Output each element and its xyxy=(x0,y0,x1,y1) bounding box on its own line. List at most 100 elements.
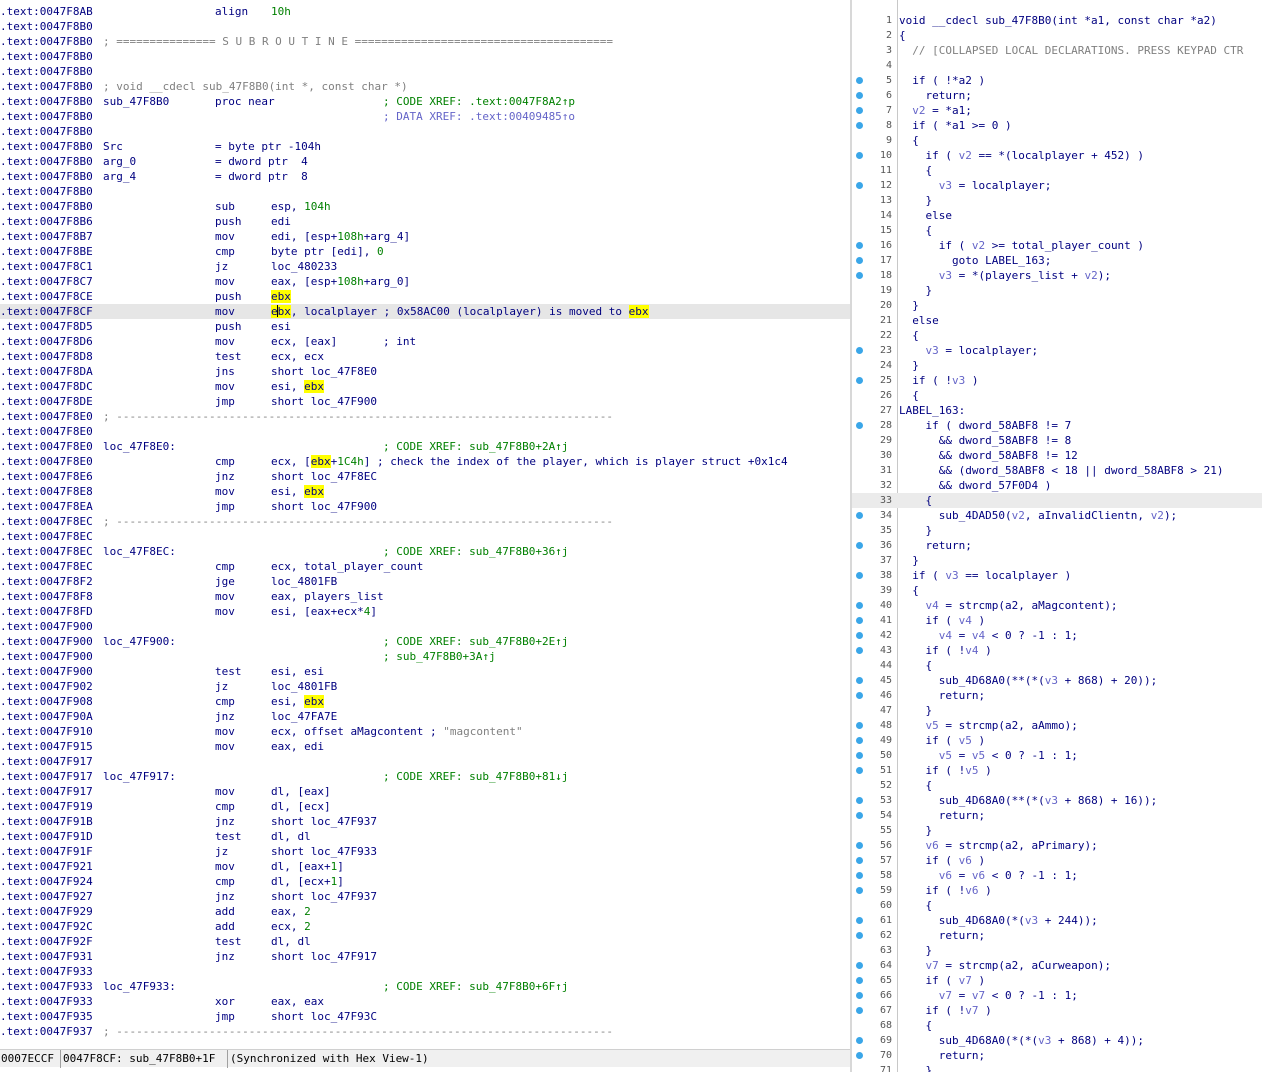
disasm-line[interactable]: .text:0047F917 xyxy=(0,754,850,769)
breakpoint-marker-icon[interactable] xyxy=(856,347,863,354)
pseudocode-text[interactable]: // [COLLAPSED LOCAL DECLARATIONS. PRESS … xyxy=(899,44,1244,57)
pseudocode-line[interactable]: 12 v3 = localplayer; xyxy=(852,178,1262,193)
pseudocode-line[interactable]: 34 sub_4DAD50(v2, aInvalidClientn, v2); xyxy=(852,508,1262,523)
pseudocode-text[interactable]: return; xyxy=(899,809,986,822)
disasm-operands[interactable]: dl, [ecx+1] xyxy=(271,875,344,888)
pseudocode-text[interactable]: sub_4D68A0(*(v3 + 244)); xyxy=(899,914,1098,927)
pseudocode-line[interactable]: 2{ xyxy=(852,28,1262,43)
pseudocode-text[interactable]: void __cdecl sub_47F8B0(int *a1, const c… xyxy=(899,14,1217,27)
pseudocode-line[interactable]: 57 if ( v6 ) xyxy=(852,853,1262,868)
pseudocode-text[interactable]: { xyxy=(899,134,919,147)
disasm-line[interactable]: .text:0047F933 xyxy=(0,964,850,979)
code-xref[interactable]: ; sub_47F8B0+3A↑j xyxy=(383,650,496,663)
disasm-label[interactable]: arg_4 xyxy=(103,170,137,183)
disasm-line[interactable]: .text:0047F8B0 xyxy=(0,64,850,79)
breakpoint-marker-icon[interactable] xyxy=(856,422,863,429)
pseudocode-text[interactable]: return; xyxy=(899,689,986,702)
disasm-operands[interactable]: ecx, offset aMagcontent ; "magcontent" xyxy=(271,725,523,738)
breakpoint-marker-icon[interactable] xyxy=(856,752,863,759)
breakpoint-marker-icon[interactable] xyxy=(856,737,863,744)
disasm-operands[interactable]: esi xyxy=(271,320,291,333)
pseudocode-text[interactable]: } xyxy=(899,299,919,312)
breakpoint-marker-icon[interactable] xyxy=(856,632,863,639)
pseudocode-line[interactable]: 28 if ( dword_58ABF8 != 7 xyxy=(852,418,1262,433)
breakpoint-marker-icon[interactable] xyxy=(856,272,863,279)
pseudocode-text[interactable]: v5 = v5 < 0 ? -1 : 1; xyxy=(938,749,1078,762)
pseudocode-line[interactable]: 23 v3 = localplayer; xyxy=(852,343,1262,358)
code-xref[interactable]: ; CODE XREF: sub_47F8B0+2A↑j xyxy=(383,440,569,453)
disasm-operands[interactable]: ecx, total_player_count xyxy=(271,560,424,573)
disasm-operands[interactable]: 10h xyxy=(271,5,291,18)
pseudocode-text[interactable]: return; xyxy=(899,539,972,552)
disasm-line[interactable]: .text:0047F937; ------------------------… xyxy=(0,1024,850,1039)
disasm-operands[interactable]: short loc_47F93C xyxy=(271,1010,377,1023)
pseudocode-text[interactable]: } xyxy=(899,944,933,957)
disasm-operands[interactable]: dl, dl xyxy=(271,935,311,948)
breakpoint-marker-icon[interactable] xyxy=(856,992,863,999)
pseudocode-text[interactable]: && (dword_58ABF8 < 18 || dword_58ABF8 > … xyxy=(899,464,1224,477)
disasm-operands[interactable]: dl, [eax+1] xyxy=(271,860,344,873)
pseudocode-line[interactable]: 60 { xyxy=(852,898,1262,913)
breakpoint-marker-icon[interactable] xyxy=(856,917,863,924)
disasm-label[interactable]: loc_47F8EC: xyxy=(103,545,176,558)
disasm-line[interactable]: .text:0047F8B0; DATA XREF: .text:0040948… xyxy=(0,109,850,124)
disasm-operands[interactable]: short loc_47F8E0 xyxy=(271,365,377,378)
pseudocode-text[interactable]: v4 = v4 < 0 ? -1 : 1; xyxy=(938,629,1078,642)
pseudocode-line[interactable]: 8 if ( *a1 >= 0 ) xyxy=(852,118,1262,133)
pseudocode-line[interactable]: 59 if ( !v6 ) xyxy=(852,883,1262,898)
breakpoint-marker-icon[interactable] xyxy=(856,542,863,549)
pseudocode-line[interactable]: 63 } xyxy=(852,943,1262,958)
pseudocode-line[interactable]: 56 v6 = strcmp(a2, aPrimary); xyxy=(852,838,1262,853)
disasm-operands[interactable]: esp, 104h xyxy=(271,200,331,213)
pseudocode-line[interactable]: 24 } xyxy=(852,358,1262,373)
pseudocode-line[interactable]: 42 v4 = v4 < 0 ? -1 : 1; xyxy=(852,628,1262,643)
disasm-line[interactable]: .text:0047F900 xyxy=(0,619,850,634)
breakpoint-marker-icon[interactable] xyxy=(856,107,863,114)
pseudocode-text[interactable]: if ( !v3 ) xyxy=(899,374,979,387)
disasm-operands[interactable]: eax, 2 xyxy=(271,905,311,918)
disasm-label[interactable]: Src xyxy=(103,140,123,153)
pseudocode-text[interactable]: && dword_57F0D4 ) xyxy=(899,479,1052,492)
pseudocode-text[interactable]: if ( *a1 >= 0 ) xyxy=(899,119,1012,132)
pseudocode-text[interactable]: if ( !*a2 ) xyxy=(899,74,986,87)
pseudocode-line[interactable]: 58 v6 = v6 < 0 ? -1 : 1; xyxy=(852,868,1262,883)
pseudocode-line[interactable]: 68 { xyxy=(852,1018,1262,1033)
pseudocode-text[interactable]: return; xyxy=(899,89,972,102)
pseudocode-text[interactable]: if ( v5 ) xyxy=(899,734,986,747)
disasm-operands[interactable]: eax, eax xyxy=(271,995,324,1008)
pseudocode-line[interactable]: 39 { xyxy=(852,583,1262,598)
pseudocode-text[interactable]: else xyxy=(899,314,939,327)
disasm-operands[interactable]: short loc_47F933 xyxy=(271,845,377,858)
disasm-operands[interactable]: edi, [esp+108h+arg_4] xyxy=(271,230,411,243)
breakpoint-marker-icon[interactable] xyxy=(856,677,863,684)
disasm-label[interactable]: sub_47F8B0 xyxy=(103,95,170,108)
pseudocode-line[interactable]: 3 // [COLLAPSED LOCAL DECLARATIONS. PRES… xyxy=(852,43,1262,58)
pseudocode-line[interactable]: 45 sub_4D68A0(**(*(v3 + 868) + 20)); xyxy=(852,673,1262,688)
pseudocode-text[interactable]: v3 = *(players_list + v2); xyxy=(938,269,1111,282)
pseudocode-line[interactable]: 11 { xyxy=(852,163,1262,178)
pseudocode-line[interactable]: 48 v5 = strcmp(a2, aAmmo); xyxy=(852,718,1262,733)
disasm-line[interactable]: .text:0047F8B0 xyxy=(0,49,850,64)
pseudocode-text[interactable]: { xyxy=(899,779,933,792)
pseudocode-line[interactable]: 65 if ( v7 ) xyxy=(852,973,1262,988)
pseudocode-line[interactable]: 43 if ( !v4 ) xyxy=(852,643,1262,658)
disasm-operands[interactable]: eax, players_list xyxy=(271,590,384,603)
pseudocode-text[interactable]: sub_4D68A0(**(*(v3 + 868) + 20)); xyxy=(899,674,1158,687)
